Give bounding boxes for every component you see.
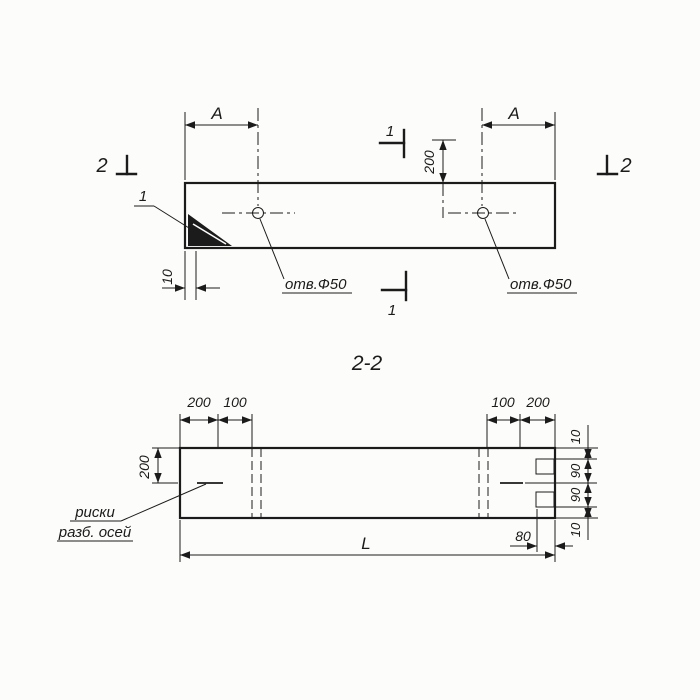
dim-200-right-label: 200 xyxy=(525,394,550,410)
hole-left xyxy=(252,207,264,219)
notch-top xyxy=(535,458,555,475)
dim-100-left-label: 100 xyxy=(223,394,247,410)
dim-right-10-top-label: 10 xyxy=(568,429,583,444)
dim-length-label: L xyxy=(361,534,370,553)
plan-view: 1 A A 200 2 2 1 1 xyxy=(95,104,631,319)
dim-200-height-label: 200 xyxy=(136,455,152,480)
section-title: 2-2 xyxy=(351,352,383,375)
dim-200-left-label: 200 xyxy=(186,394,211,410)
hole-note-right-leader xyxy=(484,218,510,280)
dim-80-label: 80 xyxy=(515,528,531,544)
axis-note-leader xyxy=(120,483,207,522)
section-2-left-label: 2 xyxy=(95,155,107,177)
dim-100-right-label: 100 xyxy=(491,394,515,410)
axis-note-line2: разб. осей xyxy=(58,524,132,541)
hole-note-left-leader xyxy=(259,218,285,280)
dim-200-label: 200 xyxy=(421,150,437,175)
dim-a-left-label: A xyxy=(210,104,222,123)
chamfer-callout-label: 1 xyxy=(139,188,147,205)
dim-10-label: 10 xyxy=(159,269,175,285)
hole-note-left-label: отв.Ф50 xyxy=(285,276,347,293)
section-view: 200 100 100 200 200 10 90 90 10 xyxy=(57,394,598,562)
dim-right-90-bottom-label: 90 xyxy=(568,487,583,502)
notch-bottom xyxy=(535,491,555,508)
chamfer-inner-line xyxy=(192,223,227,245)
callout-leader xyxy=(153,205,198,234)
beam-outline xyxy=(183,181,557,250)
dim-right-90-top-label: 90 xyxy=(568,463,583,478)
section-2-right-label: 2 xyxy=(619,155,631,177)
hole-right xyxy=(477,207,489,219)
dim-right-10-bottom-label: 10 xyxy=(568,522,583,537)
dim-a-right-label: A xyxy=(507,104,519,123)
section-1-bottom-label: 1 xyxy=(388,302,396,319)
axis-note-line1: риски xyxy=(74,504,115,521)
section-1-top-label: 1 xyxy=(386,123,394,140)
hole-note-right-label: отв.Ф50 xyxy=(510,276,572,293)
chamfer-triangle xyxy=(188,214,232,246)
